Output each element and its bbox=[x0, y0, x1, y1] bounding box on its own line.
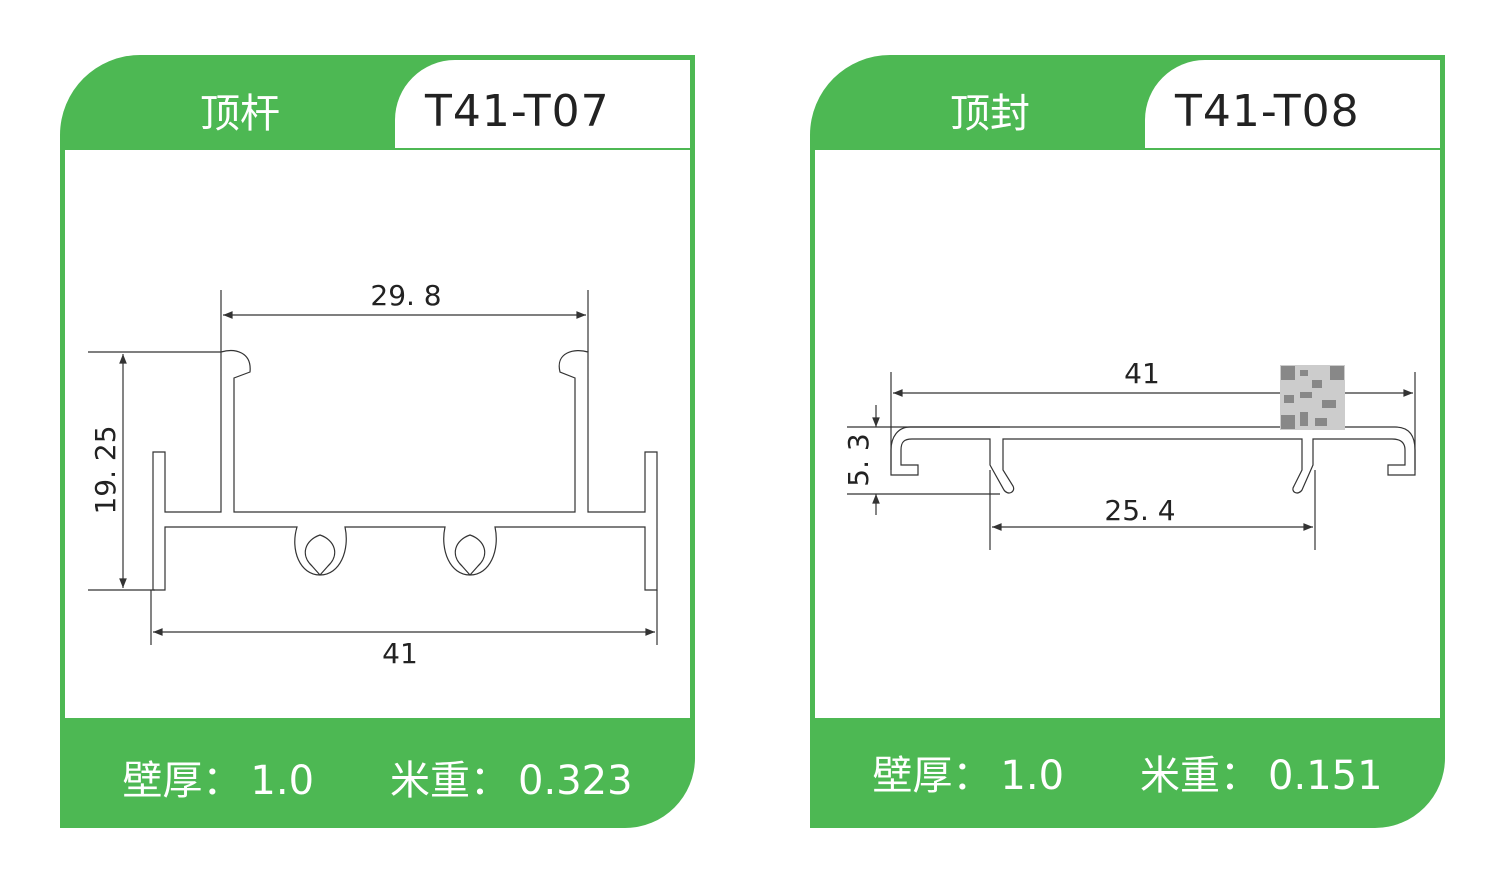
wall-thickness-value: 1.0 bbox=[250, 758, 315, 804]
profile-drawing-t41-t08: 41 25. 4 5. 3 bbox=[842, 357, 1416, 550]
profile-drawing: 41 25. 4 5. 3 bbox=[815, 150, 1440, 718]
profile-card-t41-t08: 顶封 T41-T08 41 25. 4 5. 3 bbox=[810, 55, 1445, 828]
qr-code-icon bbox=[1280, 365, 1345, 430]
profile-name: 顶封 bbox=[950, 91, 1030, 137]
profile-code-tag: T41-T07 bbox=[395, 60, 690, 148]
profile-code: T41-T07 bbox=[425, 86, 610, 137]
profile-specs: 壁厚：1.0 米重：0.323 bbox=[60, 748, 695, 806]
weight-label: 米重： bbox=[1140, 753, 1261, 799]
profile-specs: 壁厚：1.0 米重：0.151 bbox=[810, 743, 1445, 801]
profile-name: 顶杆 bbox=[200, 91, 280, 137]
weight-label: 米重： bbox=[390, 758, 511, 804]
dim-height: 5. 3 bbox=[842, 433, 875, 486]
wall-thickness-label: 壁厚： bbox=[872, 753, 993, 799]
dim-total-width: 41 bbox=[382, 637, 418, 670]
dim-inner-width: 25. 4 bbox=[1104, 494, 1175, 527]
profile-code-tag: T41-T08 bbox=[1145, 60, 1440, 148]
profile-card-t41-t07: 顶杆 T41-T07 29. 8 41 19. 25 壁厚：1.0 米重：0.32… bbox=[60, 55, 695, 828]
dim-height: 19. 25 bbox=[89, 425, 122, 514]
dim-total-width: 41 bbox=[1124, 357, 1160, 390]
wall-thickness-value: 1.0 bbox=[1000, 753, 1065, 799]
weight-value: 0.151 bbox=[1268, 753, 1383, 799]
profile-drawing: 29. 8 41 19. 25 bbox=[65, 150, 690, 718]
wall-thickness-label: 壁厚： bbox=[122, 758, 243, 804]
weight-value: 0.323 bbox=[518, 758, 633, 804]
profile-drawing-t41-t07: 29. 8 41 19. 25 bbox=[88, 279, 658, 670]
dim-top-width: 29. 8 bbox=[370, 279, 441, 312]
profile-code: T41-T08 bbox=[1175, 86, 1360, 137]
